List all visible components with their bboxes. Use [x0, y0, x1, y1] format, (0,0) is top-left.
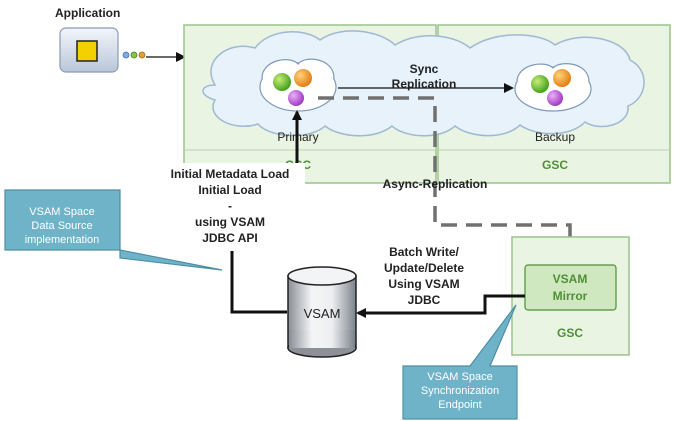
initial-load-line-4: using VSAM	[195, 215, 265, 229]
mirror-label-line2: Mirror	[553, 289, 588, 303]
datasource-callout-line-3: implementation	[25, 234, 100, 246]
batch-write-arrow	[356, 294, 525, 318]
sync-label-line1: Sync	[410, 62, 439, 76]
batch-write-line-2: Update/Delete	[384, 261, 464, 275]
initial-load-line-5: JDBC API	[202, 231, 258, 245]
datasource-callout-line-1: VSAM Space	[29, 206, 94, 218]
sync-endpoint-callout	[402, 304, 518, 420]
initial-load-line	[230, 250, 287, 314]
primary-node-icon	[259, 58, 337, 112]
vsam-database-icon	[287, 266, 357, 358]
sync-endpoint-callout-line-1: VSAM Space	[427, 371, 492, 383]
datasource-callout-line-2: Data Source	[31, 220, 92, 232]
batch-write-line-1: Batch Write/	[389, 245, 459, 259]
datasource-callout	[4, 189, 223, 271]
backup-gsc-label: GSC	[542, 158, 568, 172]
initial-load-label-bg	[155, 163, 305, 251]
sync-label-line2: Replication	[392, 77, 457, 91]
backup-label: Backup	[535, 130, 575, 144]
sync-endpoint-callout-line-2: Synchronization	[421, 385, 499, 397]
application-icon	[59, 27, 146, 73]
backup-node-icon	[514, 63, 592, 112]
async-replication-path	[318, 96, 576, 265]
initial-load-line-2: Initial Load	[198, 183, 261, 197]
vsam-mirror-box	[524, 264, 617, 311]
mirror-gsc-label: GSC	[557, 326, 583, 340]
batch-write-line-3: Using VSAM	[388, 277, 459, 291]
batch-write-line-4: JDBC	[408, 293, 441, 307]
async-label: Async-Replication	[383, 177, 488, 191]
sync-endpoint-callout-line-3: Endpoint	[438, 399, 481, 411]
mirror-label-line1: VSAM	[553, 272, 588, 286]
application-title: Application	[55, 6, 120, 20]
initial-load-line-1: Initial Metadata Load	[171, 167, 290, 181]
vsam-label: VSAM	[304, 306, 341, 321]
initial-load-line-3: -	[228, 199, 232, 213]
